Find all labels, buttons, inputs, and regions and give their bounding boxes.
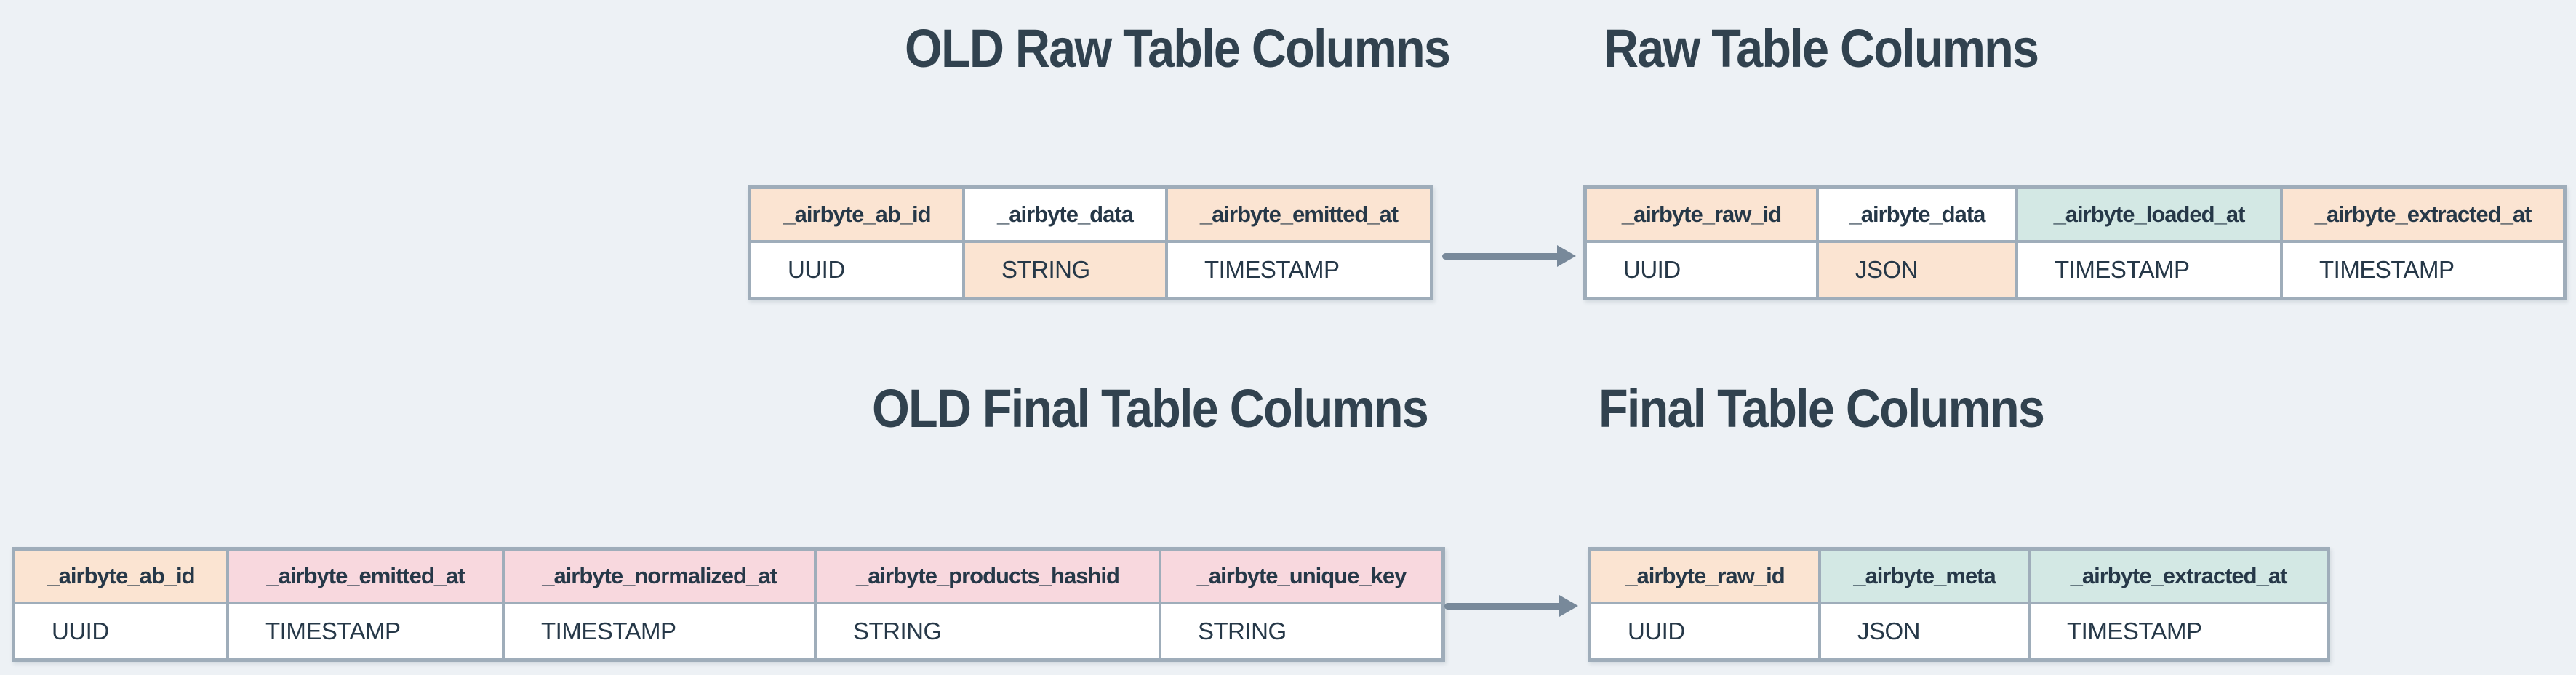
column-name-cell: _airbyte_ab_id — [751, 189, 962, 240]
column-type-cell: TIMESTAMP — [1168, 243, 1430, 297]
column-name-cell: _airbyte_raw_id — [1591, 551, 1818, 602]
column-type-cell: STRING — [965, 243, 1165, 297]
column-name-cell: _airbyte_emitted_at — [1168, 189, 1430, 240]
old-final-table-title: OLD Final Table Columns — [872, 378, 1429, 439]
column-type-cell: JSON — [1819, 243, 2015, 297]
column-type-cell: TIMESTAMP — [2018, 243, 2280, 297]
column-type-cell: UUID — [1591, 604, 1818, 658]
column-name-cell: _airbyte_loaded_at — [2018, 189, 2280, 240]
column-name-cell: _airbyte_emitted_at — [229, 551, 502, 602]
column-type-cell: STRING — [817, 604, 1159, 658]
column-name-cell: _airbyte_unique_key — [1161, 551, 1441, 602]
column-name-cell: _airbyte_raw_id — [1587, 189, 1816, 240]
raw-tables-arrow-right-icon — [1442, 245, 1576, 267]
column-name-cell: _airbyte_extracted_at — [2283, 189, 2563, 240]
column-type-cell: TIMESTAMP — [229, 604, 502, 658]
column-name-cell: _airbyte_meta — [1821, 551, 2028, 602]
arrow-head — [1559, 595, 1578, 617]
column-name-cell: _airbyte_ab_id — [15, 551, 226, 602]
column-type-cell: TIMESTAMP — [505, 604, 814, 658]
column-type-cell: UUID — [1587, 243, 1816, 297]
column-type-cell: STRING — [1161, 604, 1441, 658]
arrow-shaft — [1444, 602, 1564, 610]
column-type-cell: TIMESTAMP — [2283, 243, 2563, 297]
arrow-shaft — [1442, 252, 1562, 260]
column-type-cell: UUID — [15, 604, 226, 658]
old-raw-table-title: OLD Raw Table Columns — [905, 18, 1451, 79]
column-name-cell: _airbyte_data — [1819, 189, 2015, 240]
old-raw-table: _airbyte_ab_id _airbyte_data _airbyte_em… — [748, 185, 1433, 300]
final-tables-arrow-right-icon — [1444, 595, 1578, 617]
old-final-table: _airbyte_ab_id _airbyte_emitted_at _airb… — [12, 547, 1445, 662]
column-type-cell: TIMESTAMP — [2031, 604, 2327, 658]
arrow-head — [1557, 245, 1576, 267]
column-type-cell: JSON — [1821, 604, 2028, 658]
column-type-cell: UUID — [751, 243, 962, 297]
new-final-table-title: Final Table Columns — [1599, 378, 2045, 439]
new-raw-table-title: Raw Table Columns — [1604, 18, 2039, 79]
column-name-cell: _airbyte_extracted_at — [2031, 551, 2327, 602]
column-name-cell: _airbyte_normalized_at — [505, 551, 814, 602]
new-final-table: _airbyte_raw_id _airbyte_meta _airbyte_e… — [1588, 547, 2330, 662]
column-name-cell: _airbyte_products_hashid — [817, 551, 1159, 602]
column-name-cell: _airbyte_data — [965, 189, 1165, 240]
new-raw-table: _airbyte_raw_id _airbyte_data _airbyte_l… — [1583, 185, 2567, 300]
